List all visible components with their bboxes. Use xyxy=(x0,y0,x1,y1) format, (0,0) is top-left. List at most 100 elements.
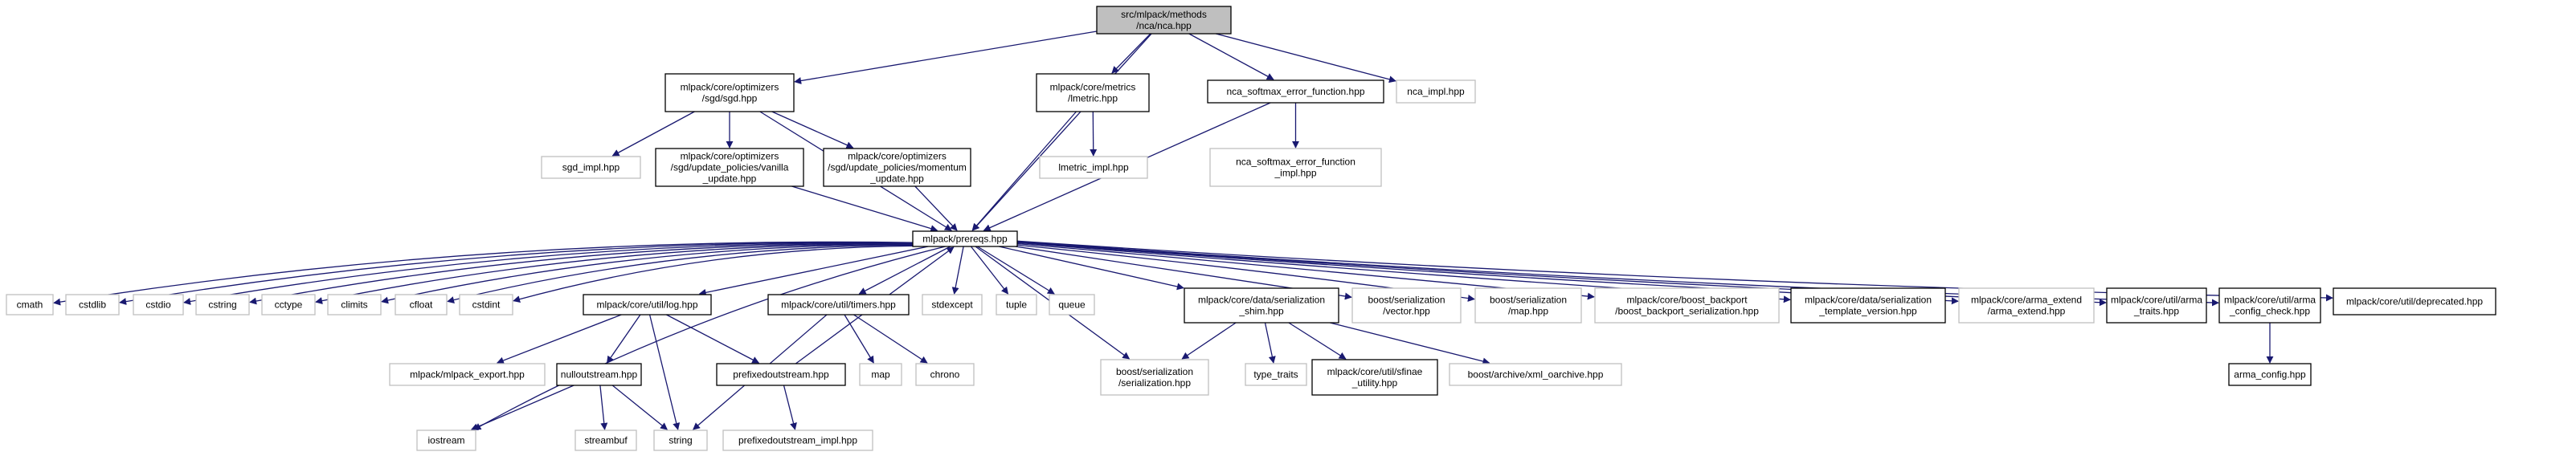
edge-prereqs-to-tuple xyxy=(970,246,1009,295)
edge-prereqs-to-cfloat xyxy=(447,244,914,303)
node-label-line: tuple xyxy=(1006,299,1027,311)
edge-prereqs-to-cmath xyxy=(53,241,914,306)
node-bmap: boost/serialization/map.hpp xyxy=(1474,287,1582,324)
node-label-line: cstdio xyxy=(145,299,171,311)
node-box xyxy=(722,429,873,451)
edge-prereqs-to-iostream xyxy=(473,246,946,430)
edge-nullout-to-string xyxy=(611,385,668,430)
node-label-line: cmath xyxy=(17,299,43,311)
node-climits: climits xyxy=(327,294,382,315)
node-box xyxy=(2228,363,2312,386)
node-label-line: /arma_extend.hpp xyxy=(1988,306,2066,317)
node-momentum[interactable]: mlpack/core/optimizers/sgd/update_polici… xyxy=(823,148,971,187)
node-lmetric[interactable]: mlpack/core/metrics/lmetric.hpp xyxy=(1036,73,1150,112)
node-label-line: mlpack/core/optimizers xyxy=(681,82,779,93)
edge-lmetric-to-lmetricimpl xyxy=(1090,111,1098,157)
node-box xyxy=(416,429,476,451)
node-label-line: boost/archive/xml_oarchive.hpp xyxy=(1468,369,1604,381)
node-label-line: cstdlib xyxy=(79,299,106,311)
node-streambuf: streambuf xyxy=(574,429,637,451)
node-box xyxy=(1958,287,2095,324)
node-armacfg[interactable]: arma_config.hpp xyxy=(2228,363,2312,386)
node-vanilla[interactable]: mlpack/core/optimizers/sgd/update_polici… xyxy=(655,148,804,187)
node-box xyxy=(389,363,546,386)
node-prereqs[interactable]: mlpack/prereqs.hpp xyxy=(912,230,1018,247)
edge-prereqs-to-cctype xyxy=(315,243,914,304)
node-log[interactable]: mlpack/core/util/log.hpp xyxy=(583,294,712,315)
node-queue: queue xyxy=(1049,294,1095,315)
node-label-line: lmetric_impl.hpp xyxy=(1058,162,1129,173)
edge-prereqs-to-timers xyxy=(858,246,951,295)
edge-log-to-prefixout xyxy=(666,314,760,364)
node-box xyxy=(716,363,846,386)
node-label-line: cfloat xyxy=(410,299,433,311)
node-box xyxy=(65,294,120,315)
node-label-line: prefixedoutstream_impl.hpp xyxy=(738,435,857,446)
edge-prereqs-to-shim xyxy=(999,246,1184,291)
node-bser: boost/serialization/serialization.hpp xyxy=(1100,359,1209,396)
node-box xyxy=(1594,287,1780,324)
node-backport: mlpack/core/boost_backport/boost_backpor… xyxy=(1594,287,1780,324)
node-label-line: mlpack/core/data/serialization xyxy=(1198,295,1325,306)
node-nullout[interactable]: nulloutstream.hpp xyxy=(556,363,642,386)
node-label-line: type_traits xyxy=(1253,369,1298,381)
node-label-line: stdexcept xyxy=(931,299,973,311)
node-box xyxy=(1036,73,1150,112)
node-box xyxy=(1449,363,1622,386)
node-label-line: mlpack/core/optimizers xyxy=(848,151,947,162)
node-softmax[interactable]: nca_softmax_error_function.hpp xyxy=(1207,79,1384,104)
edge-nullout-to-iostream xyxy=(470,385,574,430)
edge-shim-to-sfinae xyxy=(1288,322,1347,360)
node-box xyxy=(1245,363,1307,386)
node-label-line: climits xyxy=(341,299,367,311)
node-label-line: boost/serialization xyxy=(1368,295,1445,306)
node-string: string xyxy=(653,429,708,451)
node-prefixout[interactable]: prefixedoutstream.hpp xyxy=(716,363,846,386)
node-templver[interactable]: mlpack/core/data/serialization_template_… xyxy=(1790,287,1946,324)
edge-prereqs-to-cstdio xyxy=(183,242,914,305)
node-nca[interactable]: src/mlpack/methods/nca/nca.hpp xyxy=(1096,6,1232,35)
node-box xyxy=(541,156,641,179)
node-sfinae[interactable]: mlpack/core/util/sfinae_utility.hpp xyxy=(1311,359,1438,396)
node-label-line: /serialization.hpp xyxy=(1118,377,1191,389)
node-label-line: /boost_backport_serialization.hpp xyxy=(1615,306,1759,317)
node-label-line: /nca/nca.hpp xyxy=(1136,20,1192,31)
node-armacfgchk[interactable]: mlpack/core/util/arma_config_check.hpp xyxy=(2218,287,2321,324)
node-box xyxy=(2218,287,2321,324)
node-timers[interactable]: mlpack/core/util/timers.hpp xyxy=(767,294,910,315)
node-cfloat: cfloat xyxy=(395,294,448,315)
node-label-line: mlpack/mlpack_export.hpp xyxy=(410,369,525,381)
node-label-line: mlpack/core/util/timers.hpp xyxy=(781,299,896,311)
node-shim[interactable]: mlpack/core/data/serialization_shim.hpp xyxy=(1184,287,1339,324)
node-deprecated[interactable]: mlpack/core/util/deprecated.hpp xyxy=(2333,287,2496,315)
node-box xyxy=(327,294,382,315)
node-chrono: chrono xyxy=(915,363,975,386)
edge-sgd-to-sgdimpl xyxy=(611,111,695,157)
node-label-line: mlpack/core/util/deprecated.hpp xyxy=(2346,296,2483,307)
node-label-line: streambuf xyxy=(584,435,628,446)
node-label-line: iostream xyxy=(427,435,464,446)
node-box xyxy=(915,363,975,386)
edge-nca-to-ncaimpl xyxy=(1216,33,1396,83)
node-label-line: _utility.hpp xyxy=(1351,377,1398,389)
node-label-line: cstdint xyxy=(472,299,501,311)
node-box xyxy=(1207,79,1384,104)
node-box xyxy=(1209,148,1382,187)
node-sgd[interactable]: mlpack/core/optimizers/sgd/sgd.hpp xyxy=(664,73,795,112)
node-label-line: mlpack/core/boost_backport xyxy=(1626,295,1748,306)
edge-shim-to-bser xyxy=(1181,322,1237,360)
node-label-line: mlpack/core/util/sfinae xyxy=(1327,366,1423,377)
node-box xyxy=(655,148,804,187)
node-cstdlib: cstdlib xyxy=(65,294,120,315)
node-armatraits[interactable]: mlpack/core/util/arma_traits.hpp xyxy=(2106,287,2207,324)
node-box xyxy=(1039,156,1148,179)
node-box xyxy=(2106,287,2207,324)
edge-lmetric-to-prereqs xyxy=(971,111,1077,231)
edge-log-to-nullout xyxy=(606,314,641,364)
node-label-line: mlpack/core/util/log.hpp xyxy=(596,299,697,311)
node-label-line: _traits.hpp xyxy=(2133,306,2179,317)
node-label-line: _shim.hpp xyxy=(1238,306,1284,317)
node-sgdimpl: sgd_impl.hpp xyxy=(541,156,641,179)
node-box xyxy=(133,294,184,315)
node-label-line: cctype xyxy=(275,299,303,311)
